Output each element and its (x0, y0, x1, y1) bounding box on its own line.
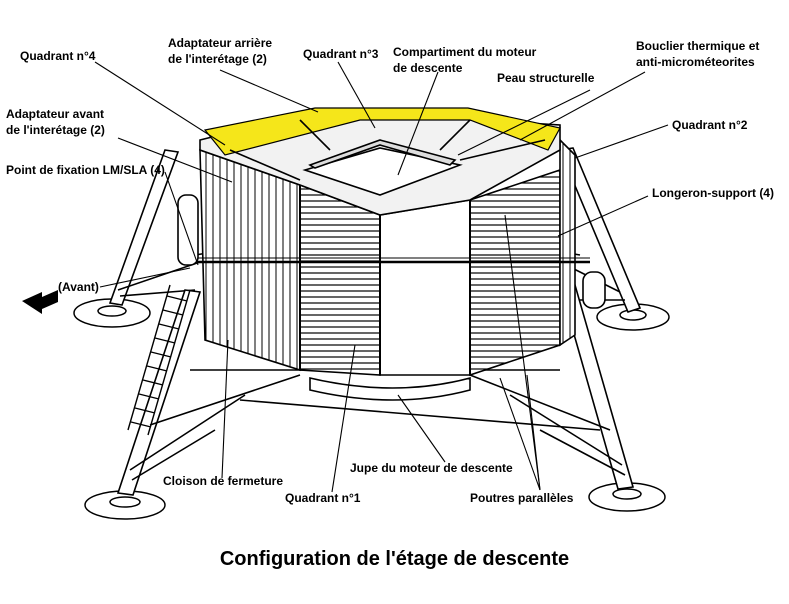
label-bouclier-2: anti-microméteorites (636, 55, 755, 69)
label-cloison-fermeture: Cloison de fermeture (163, 474, 283, 488)
label-poutres-paralleles: Poutres parallèles (470, 491, 574, 505)
label-compartiment-1: Compartiment du moteur (393, 45, 537, 59)
label-peau-structurelle: Peau structurelle (497, 71, 595, 85)
label-bouclier-1: Bouclier thermique et (636, 39, 759, 53)
diagram-title: Configuration de l'étage de descente (219, 548, 570, 570)
label-adaptateur-avant-2: de l'interétage (2) (6, 123, 105, 137)
thermal-shield (203, 107, 561, 156)
label-quadrant2: Quadrant n°2 (672, 118, 748, 132)
label-jupe-moteur: Jupe du moteur de descente (350, 461, 513, 475)
label-compartiment-2: de descente (393, 61, 463, 75)
label-quadrant3: Quadrant n°3 (303, 47, 379, 61)
label-quadrant4: Quadrant n°4 (20, 49, 96, 63)
ladder (127, 284, 191, 436)
label-quadrant1: Quadrant n°1 (285, 491, 361, 505)
label-point-fixation: Point de fixation LM/SLA (4) (6, 163, 165, 177)
label-longeron-support: Longeron-support (4) (652, 186, 774, 200)
label-avant: (Avant) (58, 280, 99, 294)
label-adaptateur-arriere-1: Adaptateur arrière (168, 36, 272, 50)
label-adaptateur-arriere-2: de l'interétage (2) (168, 52, 267, 66)
landing-pad-front-left (84, 490, 166, 520)
engine-compartment (302, 147, 463, 196)
landing-pad-left (73, 298, 151, 328)
label-adaptateur-avant-1: Adaptateur avant (6, 107, 104, 121)
engine-skirt (309, 376, 471, 401)
front-direction-arrow (22, 290, 58, 314)
leader-lines (94, 61, 669, 493)
descent-stage-body (177, 107, 606, 401)
